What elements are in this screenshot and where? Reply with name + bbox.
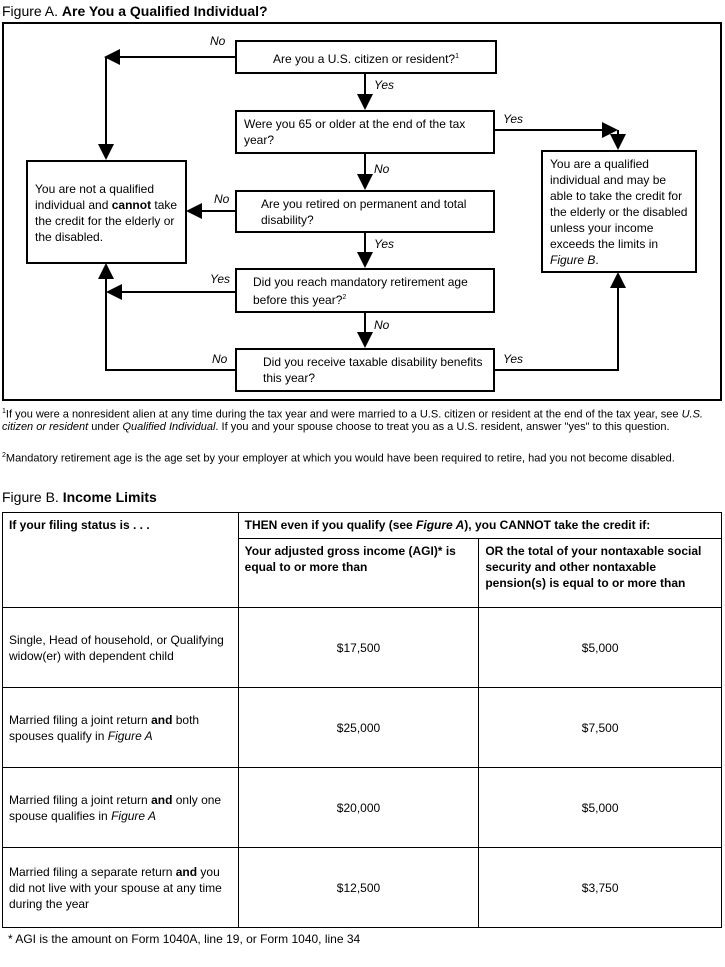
question-disability: Are you retired on permanent and total d…: [235, 190, 495, 233]
pension-limit: $5,000: [478, 607, 722, 688]
filing-status: Married filing a joint return and both s…: [2, 687, 239, 768]
label-yes: Yes: [374, 78, 395, 92]
table-row: Married filing a joint return and only o…: [2, 767, 722, 848]
agi-limit: $25,000: [237, 687, 480, 768]
question-age-65: Were you 65 or older at the end of the t…: [235, 110, 495, 154]
arrow-q5-no: [98, 263, 235, 371]
footnote-2: 2Mandatory retirement age is the age set…: [2, 452, 675, 465]
question-taxable-benefits: Did you receive taxable disability benef…: [235, 348, 495, 392]
label-no: No: [212, 352, 228, 366]
header-then: THEN even if you qualify (see Figure A),…: [237, 512, 723, 539]
table-row: Single, Head of household, or Qualifying…: [2, 607, 722, 688]
figure-a-frame: [2, 22, 722, 401]
header-filing-status: If your filing status is . . .: [2, 512, 239, 608]
footnote-1: 1If you were a nonresident alien at any …: [2, 408, 703, 433]
agi-footnote: * AGI is the amount on Form 1040A, line …: [8, 932, 361, 946]
header-agi: Your adjusted gross income (AGI)* is equ…: [237, 538, 480, 608]
label-no: No: [374, 162, 390, 176]
agi-limit: $20,000: [237, 767, 480, 848]
label-no: No: [214, 192, 230, 206]
agi-limit: $17,500: [237, 607, 480, 688]
flowchart-lines: [2, 22, 722, 401]
header-pension: OR the total of your nontaxable social s…: [478, 538, 722, 608]
result-not-qualified: You are not a qualified individual and c…: [26, 160, 187, 264]
filing-status: Married filing a joint return and only o…: [2, 767, 239, 848]
result-qualified: You are a qualified individual and may b…: [541, 150, 697, 273]
table-row: Married filing a joint return and both s…: [2, 687, 722, 768]
agi-limit: $12,500: [237, 847, 480, 928]
filing-status: Married filing a separate return and you…: [2, 847, 239, 928]
pension-limit: $5,000: [478, 767, 722, 848]
table-row: Married filing a separate return and you…: [2, 847, 722, 928]
label-yes: Yes: [374, 237, 395, 251]
filing-status: Single, Head of household, or Qualifying…: [2, 607, 239, 688]
label-no: No: [210, 34, 226, 48]
label-yes: Yes: [503, 352, 524, 366]
question-mandatory-retirement: Did you reach mandatory retirement age b…: [235, 268, 495, 313]
figure-a-title: Figure A. Are You a Qualified Individual…: [2, 3, 268, 19]
question-citizen: Are you a U.S. citizen or resident?1: [235, 40, 497, 74]
label-no: No: [374, 318, 390, 332]
pension-limit: $3,750: [478, 847, 722, 928]
label-yes: Yes: [210, 272, 231, 286]
label-yes: Yes: [503, 112, 524, 126]
income-limits-table: If your filing status is . . . THEN even…: [2, 512, 723, 928]
arrow-q5-yes: [495, 272, 626, 371]
figure-b-title: Figure B. Income Limits: [2, 489, 157, 505]
pension-limit: $7,500: [478, 687, 722, 768]
